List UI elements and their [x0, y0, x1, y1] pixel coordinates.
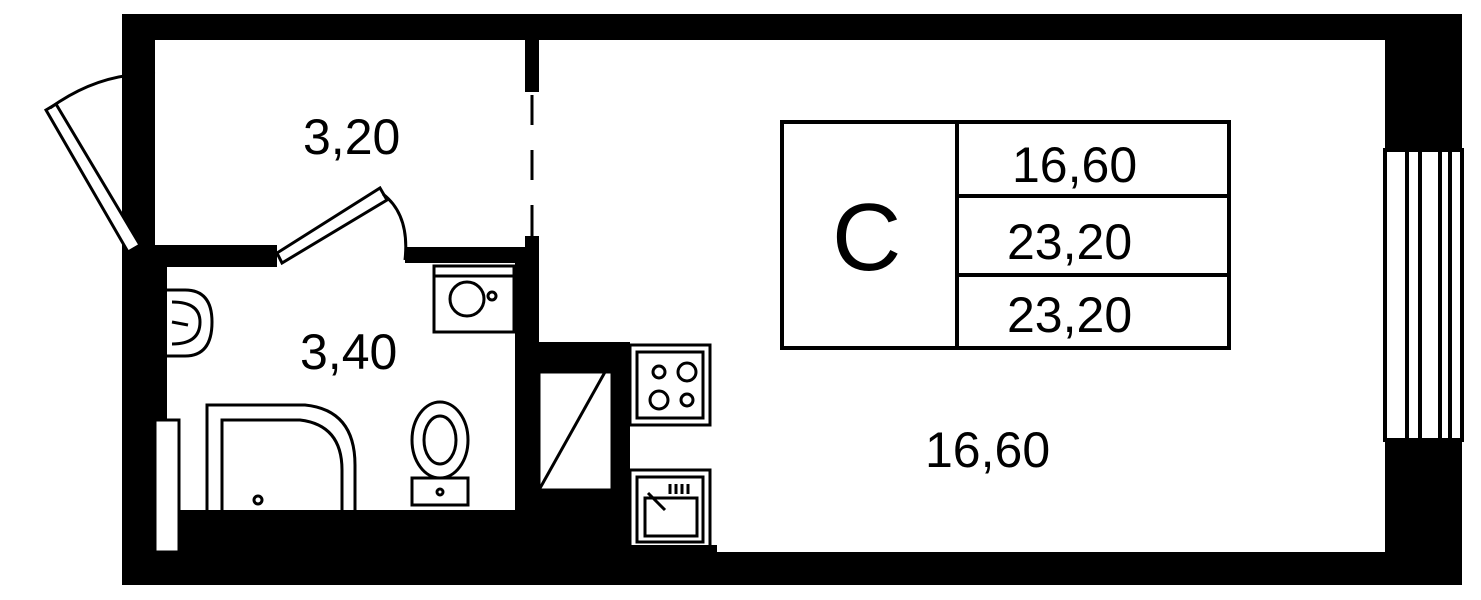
wardrobe [537, 370, 614, 492]
window [1383, 148, 1464, 442]
bathroom-area-label: 3,40 [300, 324, 398, 380]
summary-box [780, 120, 1231, 350]
walls [122, 14, 1462, 585]
hall-area-label: 3,20 [303, 109, 401, 165]
entrance-door [43, 72, 156, 255]
summary-living-area: 16,60 [1012, 137, 1138, 193]
stove [628, 343, 712, 427]
kitchen-sink [628, 468, 712, 550]
summary-total-area-balcony: 23,20 [1007, 287, 1133, 343]
living-area-label: 16,60 [925, 422, 1051, 478]
washing-machine [432, 264, 516, 334]
bathroom-door [275, 185, 408, 266]
shower [205, 403, 357, 557]
toilet [410, 400, 470, 507]
summary-total-area: 23,20 [1007, 214, 1133, 270]
small-window [153, 418, 181, 554]
washbasin [167, 288, 214, 358]
apartment-type-letter: C [832, 184, 902, 291]
